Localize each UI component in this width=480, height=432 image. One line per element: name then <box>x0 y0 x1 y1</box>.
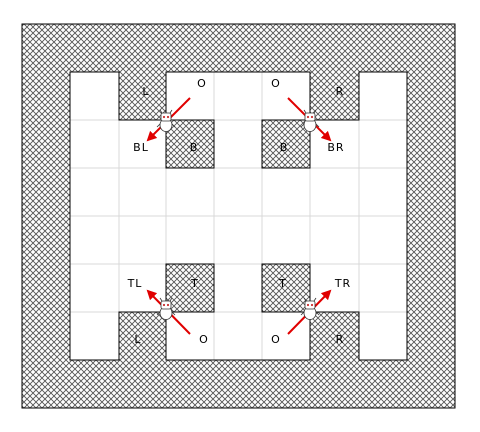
origin-label: O <box>199 333 209 346</box>
obstacle-block-top-right <box>261 119 311 169</box>
group-bottom-left: O L TL T <box>127 277 209 346</box>
obstacle-label: B <box>280 141 289 154</box>
target-label: TR <box>334 277 351 290</box>
obstacle-label: B <box>190 141 199 154</box>
target-label: TL <box>127 277 143 290</box>
obstacle-label: T <box>190 277 199 290</box>
obstacle-block-top-left <box>165 119 215 169</box>
obstacle-block-bottom-right <box>261 263 311 313</box>
obstacle-label: T <box>278 277 287 290</box>
side-label: R <box>336 333 345 346</box>
corridor-outline <box>69 71 408 361</box>
group-top-left: O L BL B <box>133 77 207 154</box>
group-bottom-right: O R TR T <box>271 277 351 346</box>
origin-label: O <box>197 77 207 90</box>
target-label: BR <box>327 141 344 154</box>
side-label: L <box>142 85 149 98</box>
target-label: BL <box>133 141 149 154</box>
obstacle-block-bottom-left <box>165 263 215 313</box>
origin-label: O <box>271 77 281 90</box>
side-label: L <box>134 333 141 346</box>
origin-label: O <box>271 333 281 346</box>
side-label: R <box>336 85 345 98</box>
group-top-right: O R BR B <box>271 77 345 154</box>
